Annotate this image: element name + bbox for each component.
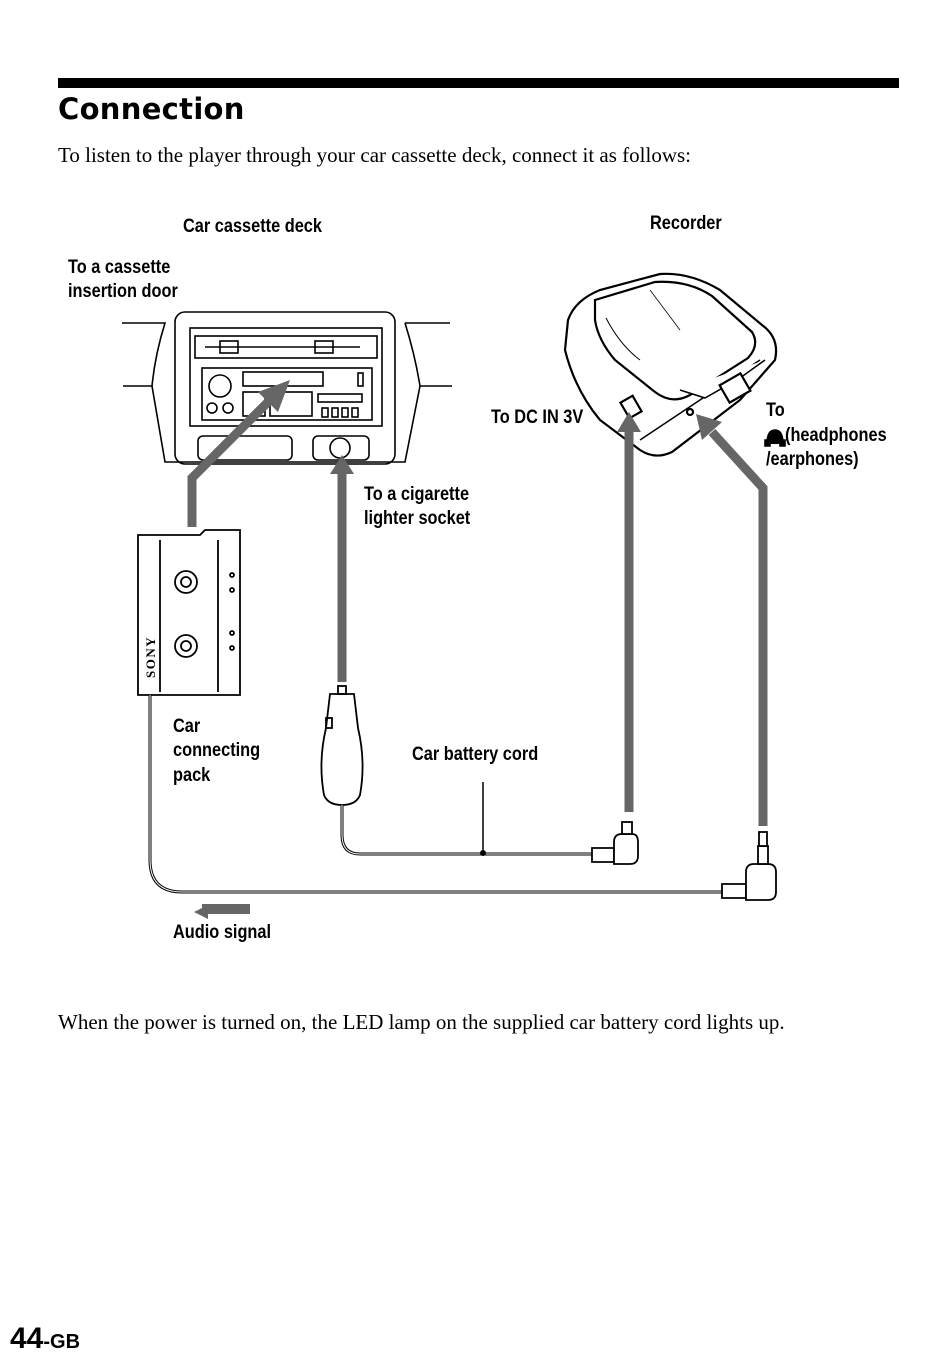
label-audio-signal: Audio signal bbox=[173, 922, 272, 943]
label-car-pack-line3: pack bbox=[173, 765, 211, 786]
label-to-headphones-line1: To bbox=[766, 400, 785, 421]
arrowhead-headphones bbox=[696, 414, 722, 440]
cigarette-plug-illustration bbox=[320, 685, 364, 806]
headphone-plug-illustration bbox=[721, 831, 777, 901]
page-number-value: 44 bbox=[10, 1322, 44, 1355]
label-to-cassette-door-line2: insertion door bbox=[68, 281, 178, 302]
arrow-to-headphones bbox=[708, 428, 768, 826]
label-car-pack-line2: connecting bbox=[173, 740, 261, 761]
label-car-cassette-deck: Car cassette deck bbox=[183, 216, 322, 237]
connection-arrows bbox=[187, 394, 768, 826]
arrow-to-cassette-door bbox=[187, 394, 276, 527]
label-to-cassette-door-line1: To a cassette bbox=[68, 257, 171, 278]
label-car-battery-cord: Car battery cord bbox=[412, 744, 539, 765]
cassette-brand-logo: SONY bbox=[143, 636, 158, 678]
page-title: Connection bbox=[58, 92, 245, 126]
arrowhead-dc bbox=[617, 412, 641, 432]
footer-note: When the power is turned on, the LED lam… bbox=[58, 1010, 785, 1034]
header-rule bbox=[58, 78, 899, 88]
dc-plug-illustration bbox=[591, 821, 639, 865]
label-to-dc-in: To DC IN 3V bbox=[491, 407, 584, 428]
label-recorder: Recorder bbox=[650, 213, 722, 234]
label-to-cigarette-line2: lighter socket bbox=[364, 508, 471, 529]
label-to-headphones-line2: (headphones bbox=[785, 425, 887, 446]
label-to-cigarette-line1: To a cigarette bbox=[364, 484, 470, 505]
page-number: 44-GB bbox=[10, 1322, 80, 1356]
intro-text: To listen to the player through your car… bbox=[58, 143, 692, 167]
page-number-suffix: -GB bbox=[43, 1331, 81, 1353]
arrowhead-cigarette bbox=[330, 455, 354, 474]
arrowhead-cassette bbox=[258, 380, 290, 412]
car-battery-cord bbox=[340, 805, 592, 856]
car-connecting-pack-illustration bbox=[137, 529, 241, 696]
headphones-icon bbox=[764, 429, 786, 447]
recorder-illustration bbox=[563, 272, 778, 457]
label-car-pack-line1: Car bbox=[173, 716, 201, 737]
label-to-headphones-line3: /earphones) bbox=[766, 449, 859, 470]
